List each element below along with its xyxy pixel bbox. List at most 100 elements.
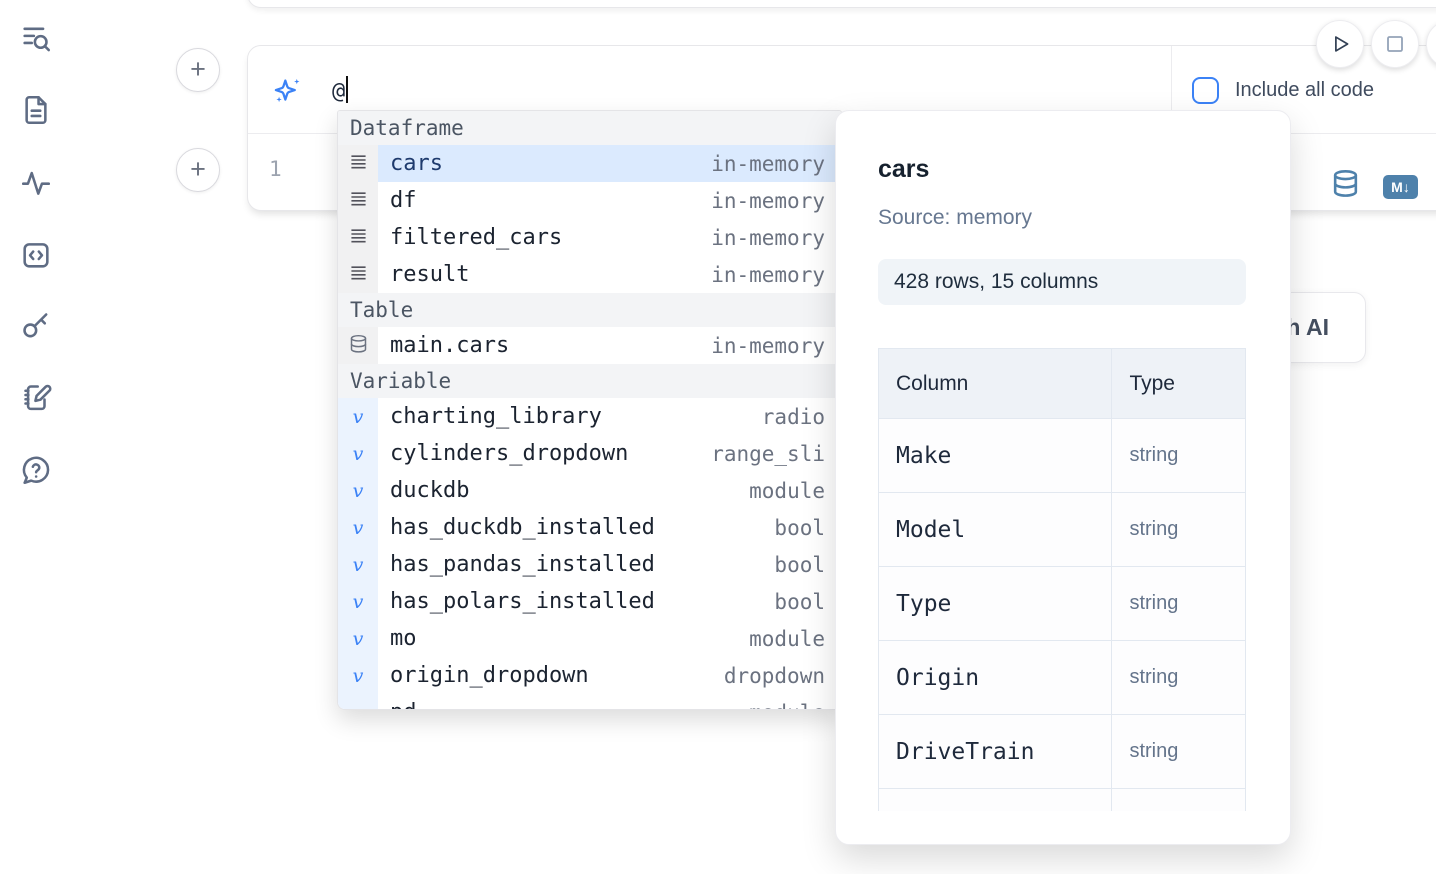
database-icon: [338, 327, 378, 364]
item-type: in-memory: [711, 188, 825, 213]
item-name: charting_library: [390, 404, 602, 429]
item-type: range_sli: [711, 441, 825, 466]
code-box-icon[interactable]: [19, 238, 53, 272]
column-name: Origin: [878, 640, 1113, 715]
ai-prompt-input[interactable]: @: [332, 76, 349, 104]
autocomplete-item[interactable]: vpd module: [338, 694, 841, 710]
divider: [1171, 46, 1172, 134]
item-type: in-memory: [711, 333, 825, 358]
item-type: dropdown: [723, 663, 825, 688]
column-name: Type: [878, 566, 1113, 641]
variable-v-icon: v: [338, 546, 378, 583]
autocomplete-item[interactable]: main.cars in-memory: [338, 327, 841, 364]
column-type: string: [1111, 714, 1246, 789]
column-type: string: [1111, 418, 1246, 493]
run-cell-button[interactable]: [1316, 20, 1364, 68]
autocomplete-section-header: Variable: [338, 364, 841, 398]
variable-v-icon: v: [338, 509, 378, 546]
include-all-code-checkbox[interactable]: [1192, 76, 1219, 104]
sparkles-icon: [272, 75, 304, 107]
autocomplete-item[interactable]: result in-memory: [338, 256, 841, 293]
add-cell-button-top[interactable]: +: [176, 48, 220, 92]
variable-v-icon: v: [338, 398, 378, 435]
item-name: has_polars_installed: [390, 589, 655, 614]
file-text-icon[interactable]: [19, 93, 53, 127]
variable-v-icon: v: [338, 583, 378, 620]
item-type: bool: [774, 552, 825, 577]
item-name: has_duckdb_installed: [390, 515, 655, 540]
item-type: in-memory: [711, 225, 825, 250]
item-name: df: [390, 188, 417, 213]
schema-col-header: Column: [878, 348, 1113, 419]
preview-source: Source: memory: [878, 206, 1033, 229]
autocomplete-item[interactable]: cars in-memory: [338, 145, 841, 182]
item-name: pd: [378, 700, 417, 709]
item-name: cylinders_dropdown: [390, 441, 629, 466]
column-type: string: [1111, 492, 1246, 567]
markdown-icon[interactable]: M↓: [1383, 174, 1418, 199]
column-type: string: [1111, 640, 1246, 715]
autocomplete-item[interactable]: v has_polars_installed bool: [338, 583, 841, 620]
list-search-icon[interactable]: [19, 21, 53, 55]
schema-type-header: Type: [1111, 348, 1246, 419]
preview-title: cars: [878, 155, 930, 183]
item-name: duckdb: [390, 478, 470, 503]
item-type: module: [749, 478, 825, 503]
item-type: in-memory: [711, 262, 825, 287]
dataframe-rows-icon: [338, 219, 378, 256]
stop-button[interactable]: [1371, 20, 1419, 68]
notebook-pen-icon[interactable]: [19, 380, 53, 414]
column-name: Make: [878, 418, 1113, 493]
dataframe-rows-icon: [338, 182, 378, 219]
code-editor[interactable]: 1: [248, 135, 1436, 211]
shape-badge: 428 rows, 15 columns: [878, 259, 1246, 305]
item-name: mo: [390, 626, 417, 651]
item-name: origin_dropdown: [390, 663, 589, 688]
autocomplete-item[interactable]: v origin_dropdown dropdown: [338, 657, 841, 694]
database-icon[interactable]: [1330, 168, 1361, 205]
item-name: result: [390, 262, 470, 287]
dataframe-rows-icon: [338, 145, 378, 182]
previous-cell-edge: [247, 0, 1436, 8]
autocomplete-item[interactable]: v charting_library radio: [338, 398, 841, 435]
text-cursor: [346, 76, 349, 103]
schema-row-clipped: [878, 788, 1246, 811]
item-type: radio: [761, 404, 825, 429]
dataframe-rows-icon: [338, 256, 378, 293]
line-number: 1: [269, 157, 282, 181]
help-chat-icon[interactable]: [19, 453, 53, 487]
autocomplete-section-header: Table: [338, 293, 841, 327]
column-name: DriveTrain: [878, 714, 1113, 789]
dataframe-preview-panel: cars Source: memory 428 rows, 15 columns…: [835, 110, 1291, 845]
add-cell-button-bottom[interactable]: +: [176, 148, 220, 192]
item-name: main.cars: [390, 333, 510, 358]
autocomplete-section-header: Dataframe: [338, 111, 841, 145]
variable-v-icon: v: [338, 657, 378, 694]
item-type: module: [749, 701, 841, 710]
activity-icon[interactable]: [19, 166, 53, 200]
item-type: bool: [774, 589, 825, 614]
autocomplete-item[interactable]: df in-memory: [338, 182, 841, 219]
item-type: module: [749, 626, 825, 651]
variable-v-icon: v: [338, 694, 378, 709]
item-name: cars: [390, 151, 443, 176]
column-type: string: [1111, 566, 1246, 641]
variable-v-icon: v: [338, 472, 378, 509]
item-type: in-memory: [711, 151, 825, 176]
key-icon[interactable]: [19, 308, 53, 342]
